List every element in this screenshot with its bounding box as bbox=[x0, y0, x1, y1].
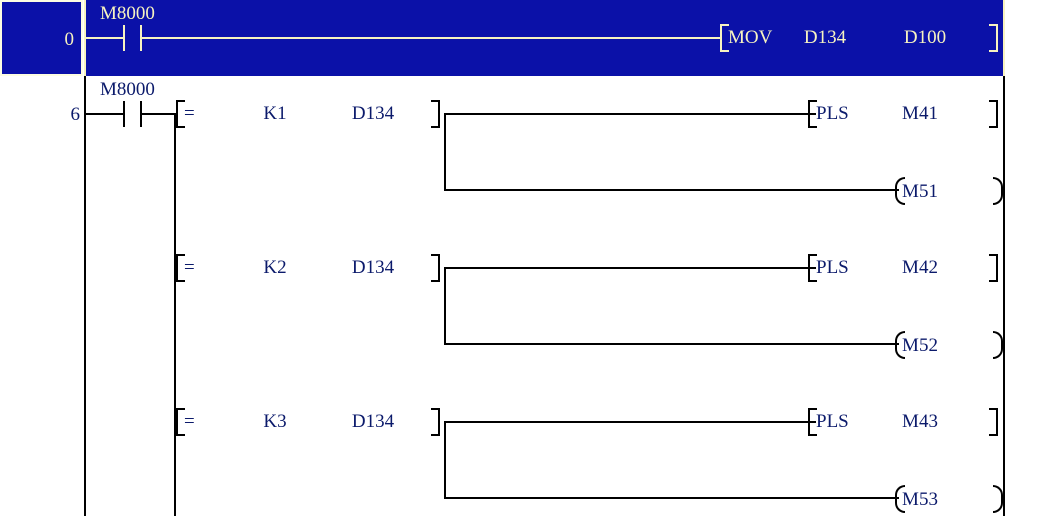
branch-2-coil-open-paren bbox=[895, 331, 905, 359]
branch-3-compare-mnemonic[interactable]: = bbox=[184, 411, 195, 432]
branch-1-compare-close-bracket bbox=[431, 100, 440, 128]
branch-3-compare-operand-2[interactable]: D134 bbox=[351, 411, 395, 432]
branch-3-compare-operand-1[interactable]: K3 bbox=[263, 411, 287, 432]
branch-3-pulse-close-bracket bbox=[989, 408, 998, 436]
branch-3-coil-close-paren bbox=[993, 485, 1003, 513]
branch-2-pulse-operand[interactable]: M42 bbox=[902, 257, 938, 278]
branch-2-pulse-mnemonic[interactable]: PLS bbox=[816, 257, 849, 278]
branch-2-compare-operand-2[interactable]: D134 bbox=[351, 257, 395, 278]
rung-0-wire-main bbox=[142, 37, 720, 39]
rung-0-instruction-close-bracket bbox=[989, 24, 998, 52]
rung-6-no-contact-m8000[interactable] bbox=[123, 101, 142, 127]
branch-1-branch-drop bbox=[444, 113, 446, 191]
rung-0-right-rail bbox=[1003, 0, 1005, 76]
branch-2-coil-close-paren bbox=[993, 331, 1003, 359]
rung-0-instruction-open-bracket bbox=[720, 24, 729, 52]
branch-1-compare-open-bracket bbox=[176, 100, 185, 128]
branch-2-compare-open-bracket bbox=[176, 254, 185, 282]
branch-3-wire-to-pls bbox=[444, 421, 816, 423]
branch-3-compare-open-bracket bbox=[176, 408, 185, 436]
rung-6-branch-bus bbox=[174, 113, 176, 516]
branch-3-pulse-open-bracket bbox=[808, 408, 817, 436]
branch-3-branch-drop bbox=[444, 421, 446, 499]
branch-1-wire-to-coil bbox=[444, 189, 899, 191]
rung-6-step-number: 6 bbox=[70, 104, 81, 125]
rung-6-left-rail bbox=[84, 76, 86, 516]
branch-1-wire-to-pls bbox=[444, 113, 816, 115]
rung-0-left-rail bbox=[84, 0, 86, 76]
branch-1-pulse-mnemonic[interactable]: PLS bbox=[816, 103, 849, 124]
rung-0-instruction-mnemonic[interactable]: MOV bbox=[728, 27, 773, 48]
branch-2-wire-to-coil bbox=[444, 343, 899, 345]
rung-0-step-cell-selected[interactable] bbox=[0, 0, 83, 76]
branch-2-pulse-open-bracket bbox=[808, 254, 817, 282]
branch-3-wire-to-coil bbox=[444, 497, 899, 499]
branch-2-coil-operand[interactable]: M52 bbox=[902, 335, 938, 356]
branch-1-pulse-open-bracket bbox=[808, 100, 817, 128]
branch-2-compare-operand-1[interactable]: K2 bbox=[263, 257, 287, 278]
branch-3-pulse-mnemonic[interactable]: PLS bbox=[816, 411, 849, 432]
branch-1-compare-mnemonic[interactable]: = bbox=[184, 103, 195, 124]
rung-0-step-number: 0 bbox=[64, 29, 75, 50]
branch-2-compare-close-bracket bbox=[431, 254, 440, 282]
branch-1-compare-operand-1[interactable]: K1 bbox=[263, 103, 287, 124]
rung-6-right-rail bbox=[1003, 76, 1005, 516]
branch-1-pulse-close-bracket bbox=[989, 100, 998, 128]
branch-2-pulse-close-bracket bbox=[989, 254, 998, 282]
rung-0-instruction-operand-2[interactable]: D100 bbox=[903, 27, 947, 48]
branch-1-coil-operand[interactable]: M51 bbox=[902, 181, 938, 202]
rung-0-no-contact-m8000[interactable] bbox=[123, 25, 142, 51]
branch-1-compare-operand-2[interactable]: D134 bbox=[351, 103, 395, 124]
branch-3-coil-open-paren bbox=[895, 485, 905, 513]
branch-3-pulse-operand[interactable]: M43 bbox=[902, 411, 938, 432]
branch-2-branch-drop bbox=[444, 267, 446, 345]
branch-1-coil-open-paren bbox=[895, 177, 905, 205]
rung-0-instruction-operand-1[interactable]: D134 bbox=[803, 27, 847, 48]
rung-0-wire-left bbox=[86, 37, 123, 39]
branch-1-coil-close-paren bbox=[993, 177, 1003, 205]
branch-2-wire-to-pls bbox=[444, 267, 816, 269]
rung-6-contact-label: M8000 bbox=[100, 79, 155, 100]
branch-3-coil-operand[interactable]: M53 bbox=[902, 489, 938, 510]
branch-2-compare-mnemonic[interactable]: = bbox=[184, 257, 195, 278]
rung-0-contact-label: M8000 bbox=[100, 3, 155, 24]
branch-3-compare-close-bracket bbox=[431, 408, 440, 436]
branch-1-pulse-operand[interactable]: M41 bbox=[902, 103, 938, 124]
rung-6-wire-to-branch bbox=[142, 113, 176, 115]
rung-6-wire-left bbox=[86, 113, 123, 115]
